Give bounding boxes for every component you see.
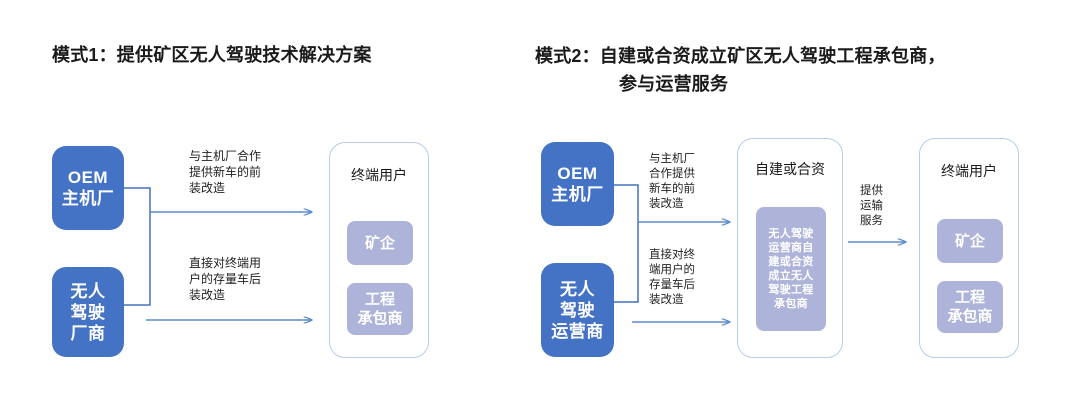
source-box-oem-left[interactable]: OEM 主机厂 xyxy=(52,146,124,230)
container-end-users-right[interactable]: 终端用户 矿企 工程 承包商 xyxy=(919,138,1019,358)
page-title-mode-2: 模式2：自建或合资成立矿区无人驾驶工程承包商， 参与运营服务 xyxy=(535,42,946,98)
container-title-end-users-left: 终端用户 xyxy=(351,167,407,183)
chip-engineering-contractor-right[interactable]: 工程 承包商 xyxy=(937,281,1003,333)
source-box-oem-right[interactable]: OEM 主机厂 xyxy=(541,142,614,226)
container-end-users-left[interactable]: 终端用户 矿企 工程 承包商 xyxy=(329,142,429,358)
page-title-mode-1: 模式1：提供矿区无人驾驶技术解决方案 xyxy=(52,45,372,65)
edge-label-front-install-left: 与主机厂合作 提供新车的前 装改造 xyxy=(189,149,262,195)
chip-jv-contractor[interactable]: 无人驾驶 运营商自 建或合资 成立无人 驾驶工程 承包商 xyxy=(756,207,826,331)
source-box-av-operator[interactable]: 无人 驾驶 运营商 xyxy=(541,263,614,357)
page-title-mode-2-line-1: 模式2：自建或合资成立矿区无人驾驶工程承包商， xyxy=(535,46,946,66)
bracket-right xyxy=(614,184,639,303)
page-title-mode-2-line-2: 参与运营服务 xyxy=(619,74,729,94)
chip-mining-enterprise-left[interactable]: 矿企 xyxy=(347,221,413,265)
container-title-end-users-right: 终端用户 xyxy=(941,163,997,179)
source-box-av-vendor[interactable]: 无人 驾驶 厂商 xyxy=(52,267,124,357)
edge-label-front-install-right: 与主机厂 合作提供 新车的前 装改造 xyxy=(649,153,695,210)
edge-label-transport-service: 提供 运输 服务 xyxy=(860,185,883,227)
container-title-self-built-or-jv: 自建或合资 xyxy=(755,161,825,177)
chip-engineering-contractor-left[interactable]: 工程 承包商 xyxy=(347,283,413,335)
chip-mining-enterprise-right[interactable]: 矿企 xyxy=(937,219,1003,263)
edge-label-retrofit-right: 直接对终 端用户的 存量车后 装改造 xyxy=(649,249,695,306)
edge-label-retrofit-left: 直接对终端用 户的存量车后 装改造 xyxy=(189,256,262,302)
bracket-left xyxy=(124,187,151,306)
container-self-built-or-jv[interactable]: 自建或合资 无人驾驶 运营商自 建或合资 成立无人 驾驶工程 承包商 xyxy=(737,138,843,358)
